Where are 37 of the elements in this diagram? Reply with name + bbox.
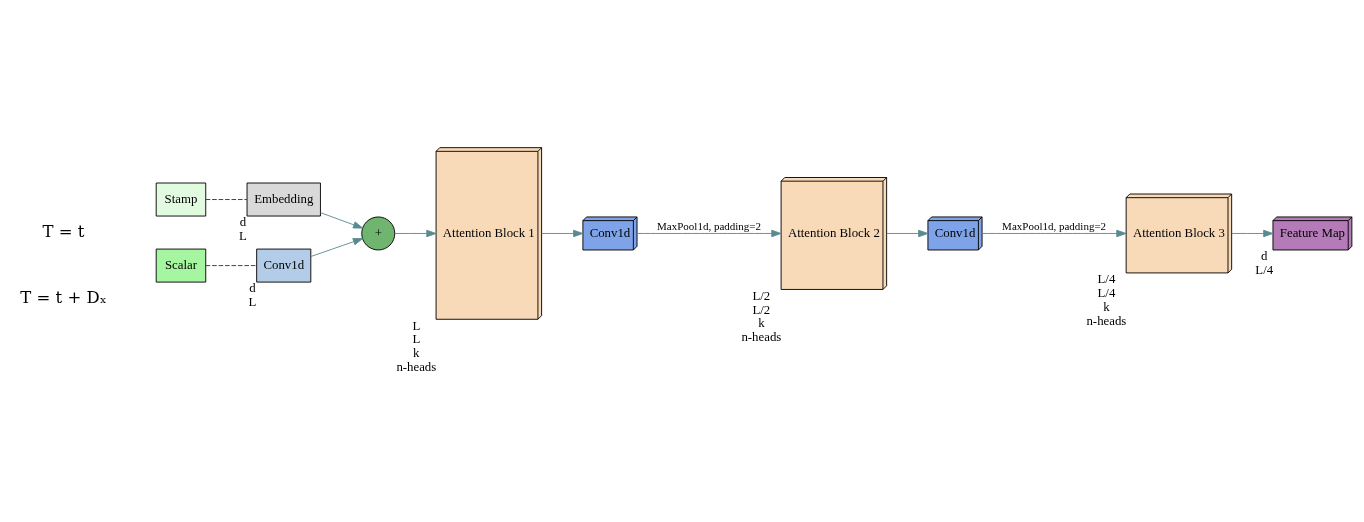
edge-label: MaxPool1d, padding=2: [1002, 220, 1107, 233]
label: T = t: [42, 221, 85, 241]
node-label: L/4: [1255, 263, 1274, 278]
arrow: [394, 229, 437, 238]
node-box: Stamp: [155, 182, 207, 217]
node-label: d: [239, 215, 247, 230]
node-label: L/4: [1097, 272, 1116, 287]
node-label: d: [1261, 249, 1268, 264]
connector: [205, 199, 248, 200]
node-label: L: [248, 295, 257, 310]
arrow: [886, 229, 929, 238]
arrow: [981, 229, 1127, 238]
node-box: Embedding: [246, 182, 321, 217]
node-label: L: [412, 332, 421, 347]
connector: [205, 265, 258, 267]
arrow: [541, 229, 584, 238]
label: T = t + Dₓ: [20, 287, 107, 307]
arrow: [320, 212, 364, 229]
node-label: L/2: [752, 288, 771, 303]
node-box: Conv1d: [256, 248, 312, 283]
node-circle: +: [361, 216, 396, 251]
edge-label: MaxPool1d, padding=2: [657, 220, 762, 233]
node-label: L: [412, 318, 421, 333]
node-box: Scalar: [155, 248, 207, 283]
node-label: L/4: [1097, 285, 1116, 300]
node-label: n-heads: [741, 330, 782, 345]
node-label: d: [249, 281, 256, 296]
arrow: [310, 238, 363, 257]
node-label: L/2: [752, 302, 771, 317]
node-label: k: [1103, 299, 1110, 314]
node-label: n-heads: [396, 359, 437, 374]
node-label: L: [238, 229, 247, 244]
node-label: k: [758, 316, 765, 331]
arrow: [636, 229, 782, 238]
arrow: [1231, 229, 1274, 238]
node-label: n-heads: [1086, 313, 1127, 328]
node-label: k: [413, 346, 420, 361]
